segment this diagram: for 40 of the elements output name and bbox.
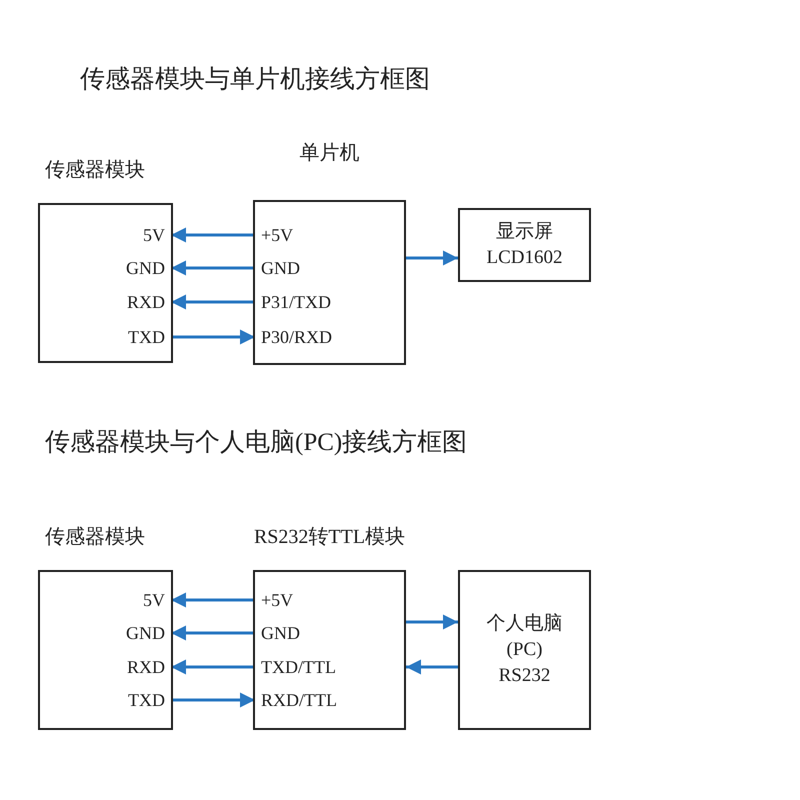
arrow <box>171 626 255 640</box>
box-text: 个人电脑 <box>486 612 564 636</box>
device-box <box>458 208 591 282</box>
arrow <box>406 660 458 674</box>
pin-label: TXD <box>128 688 171 712</box>
pin-label: GND <box>255 256 300 280</box>
arrow <box>171 260 255 276</box>
arrow <box>171 660 255 674</box>
box-text: LCD1602 <box>486 246 564 270</box>
pin-label: 5V <box>143 223 171 247</box>
pin-label: RXD/TTL <box>255 688 337 712</box>
pin-label: TXD <box>128 325 171 349</box>
pin-label: GND <box>126 621 171 645</box>
arrow <box>406 614 458 630</box>
arrow <box>171 592 255 608</box>
pin-label: RXD <box>126 290 171 314</box>
device-box <box>458 570 591 730</box>
pin-label: GND <box>255 621 300 645</box>
pin-label: P31/TXD <box>255 290 332 314</box>
arrow <box>171 228 255 242</box>
block-heading: 传感器模块 <box>45 525 145 550</box>
block-heading: RS232转TTL模块 <box>253 525 406 550</box>
pin-label: GND <box>126 256 171 280</box>
pin-label: 5V <box>143 588 171 612</box>
arrow <box>406 250 458 266</box>
section-heading: 传感器模块与单片机接线方框图 <box>80 64 430 95</box>
block-heading: 传感器模块 <box>45 158 145 183</box>
pin-label: TXD/TTL <box>255 655 336 679</box>
block-heading: 单片机 <box>298 141 360 166</box>
pin-label: +5V <box>255 588 294 612</box>
pin-label: P30/RXD <box>255 325 332 349</box>
box-text: (PC) <box>506 638 544 662</box>
arrow <box>171 692 255 708</box>
box-text: RS232 <box>498 664 552 688</box>
arrow <box>171 294 255 310</box>
pin-label: +5V <box>255 223 294 247</box>
box-text: 显示屏 <box>495 220 554 244</box>
section-heading: 传感器模块与个人电脑(PC)接线方框图 <box>45 428 468 458</box>
pin-label: RXD <box>126 655 171 679</box>
arrow <box>171 330 255 344</box>
